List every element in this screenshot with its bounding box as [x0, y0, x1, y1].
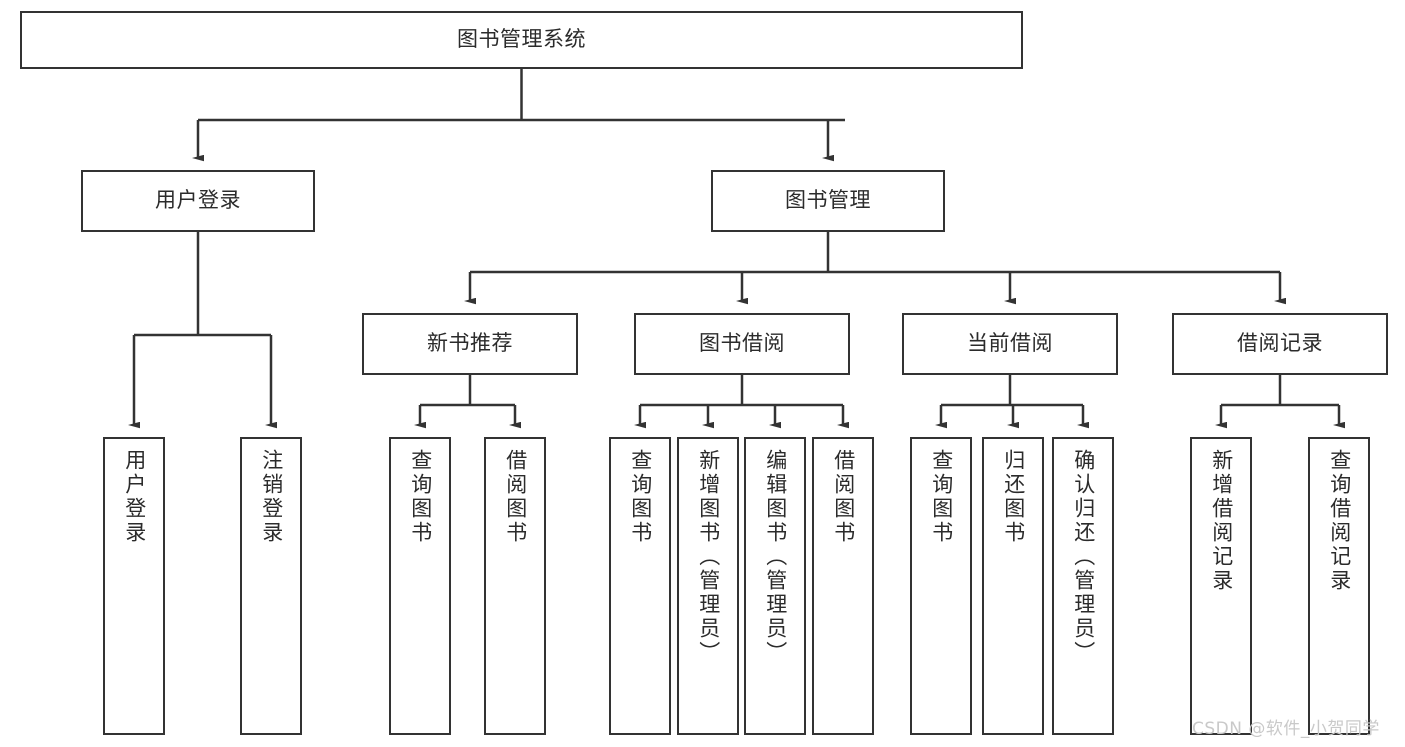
leaf-query-borrow-record[interactable]: 查询借阅记录	[1308, 437, 1370, 735]
node-book-borrow[interactable]: 图书借阅	[634, 313, 850, 375]
node-borrow-record-label: 借阅记录	[1237, 331, 1323, 356]
node-user-login[interactable]: 用户登录	[81, 170, 315, 232]
leaf-borrow-book-label: 借阅图书	[831, 449, 856, 545]
leaf-query-book-borrow[interactable]: 查询图书	[609, 437, 671, 735]
leaf-add-borrow-record[interactable]: 新增借阅记录	[1190, 437, 1252, 735]
leaf-query-book-borrow-label: 查询图书	[628, 449, 653, 545]
node-new-book-recommend-label: 新书推荐	[427, 331, 513, 356]
leaf-query-book-rec[interactable]: 查询图书	[389, 437, 451, 735]
leaf-logout-login[interactable]: 注销登录	[240, 437, 302, 735]
leaf-logout-login-label: 注销登录	[259, 449, 284, 545]
node-book-borrow-label: 图书借阅	[699, 331, 785, 356]
node-user-login-label: 用户登录	[155, 188, 241, 213]
leaf-add-book-admin[interactable]: 新增图书（管理员）	[677, 437, 739, 735]
node-book-manage-label: 图书管理	[785, 188, 871, 213]
node-current-borrow-label: 当前借阅	[967, 331, 1053, 356]
node-root[interactable]: 图书管理系统	[20, 11, 1023, 69]
leaf-query-book-current[interactable]: 查询图书	[910, 437, 972, 735]
leaf-query-book-rec-label: 查询图书	[408, 449, 433, 545]
leaf-add-book-admin-label: 新增图书（管理员）	[696, 449, 721, 665]
leaf-add-borrow-record-label: 新增借阅记录	[1209, 449, 1234, 593]
node-root-label: 图书管理系统	[457, 27, 586, 52]
leaf-query-borrow-record-label: 查询借阅记录	[1327, 449, 1352, 593]
node-new-book-recommend[interactable]: 新书推荐	[362, 313, 578, 375]
node-book-manage[interactable]: 图书管理	[711, 170, 945, 232]
leaf-borrow-book-rec[interactable]: 借阅图书	[484, 437, 546, 735]
leaf-user-login-label: 用户登录	[122, 449, 147, 545]
leaf-borrow-book[interactable]: 借阅图书	[812, 437, 874, 735]
leaf-return-book[interactable]: 归还图书	[982, 437, 1044, 735]
leaf-confirm-return-admin[interactable]: 确认归还（管理员）	[1052, 437, 1114, 735]
node-current-borrow[interactable]: 当前借阅	[902, 313, 1118, 375]
leaf-borrow-book-rec-label: 借阅图书	[503, 449, 528, 545]
node-borrow-record[interactable]: 借阅记录	[1172, 313, 1388, 375]
leaf-user-login[interactable]: 用户登录	[103, 437, 165, 735]
leaf-confirm-return-admin-label: 确认归还（管理员）	[1071, 449, 1096, 665]
leaf-return-book-label: 归还图书	[1001, 449, 1026, 545]
leaf-query-book-current-label: 查询图书	[929, 449, 954, 545]
leaf-edit-book-admin[interactable]: 编辑图书（管理员）	[744, 437, 806, 735]
leaf-edit-book-admin-label: 编辑图书（管理员）	[763, 449, 788, 665]
csdn-watermark: CSDN @软件_小贺同学	[1192, 719, 1380, 739]
